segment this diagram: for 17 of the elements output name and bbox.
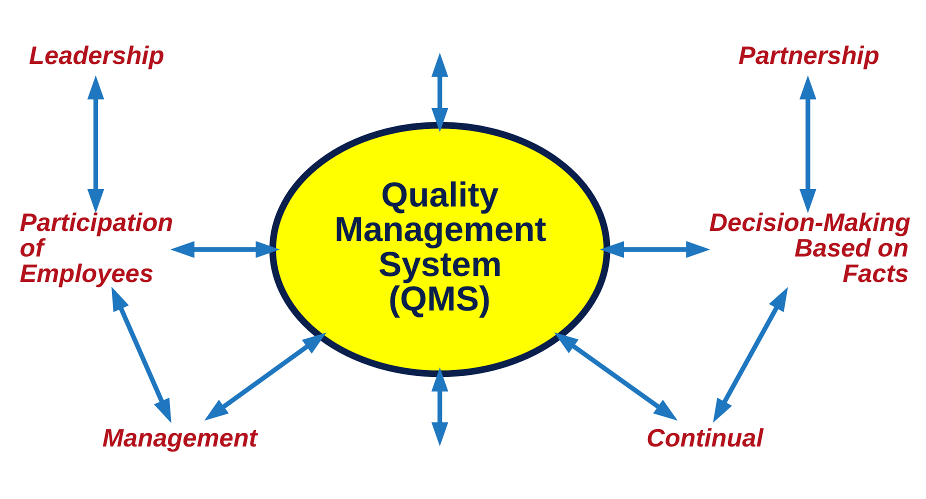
arrow	[204, 332, 326, 421]
node-text: Participation of Employees	[19, 209, 173, 288]
arrow	[86, 75, 104, 214]
arrow	[798, 75, 816, 214]
node-text: Leadership	[28, 42, 164, 70]
arrow	[430, 367, 448, 446]
node-text: Continual	[646, 424, 763, 452]
arrow	[599, 241, 710, 258]
node-text: Partnership	[738, 42, 879, 70]
arrow	[554, 332, 678, 421]
arrow	[430, 52, 448, 132]
node-text: Decision-Making Based on Facts	[708, 209, 910, 288]
node-text: Management	[102, 424, 257, 452]
arrow	[110, 286, 171, 424]
arrow	[712, 286, 788, 423]
arrow	[170, 241, 280, 258]
node-ellipse: Quality Management System (QMS)	[268, 122, 610, 378]
